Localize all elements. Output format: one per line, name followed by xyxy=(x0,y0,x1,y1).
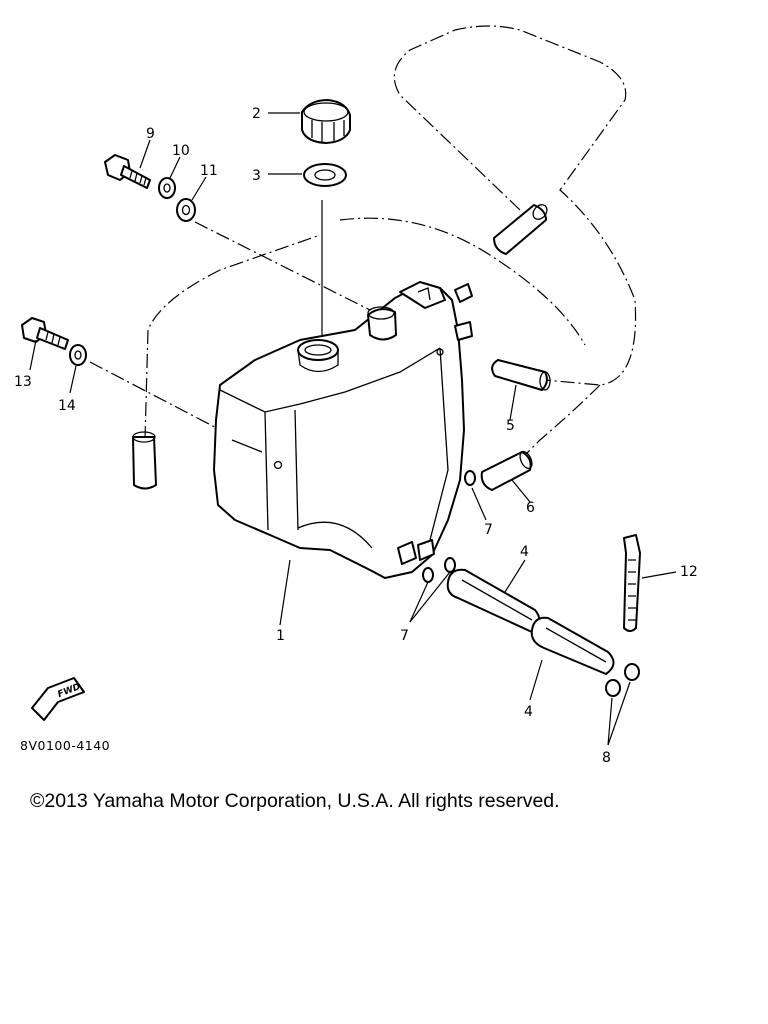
left-hose-route xyxy=(144,234,321,441)
cable-tie-part-12 xyxy=(623,534,641,632)
callout-5: 5 xyxy=(506,418,515,434)
lock-washer-part-10 xyxy=(158,177,176,199)
callout-12: 12 xyxy=(680,564,698,580)
callout-14: 14 xyxy=(58,398,76,414)
callout-1: 1 xyxy=(276,628,285,644)
hose-part-6 xyxy=(480,450,533,491)
callout-9: 9 xyxy=(146,126,155,142)
hose-routing-lower xyxy=(509,384,601,471)
oil-tank-exploded-diagram: 1 2 3 4 4 5 6 7 7 8 9 10 11 12 13 14 FWD… xyxy=(14,25,698,766)
tank-cap-part-2 xyxy=(301,99,351,144)
grommet-part-11 xyxy=(176,198,196,222)
washer-part-14 xyxy=(69,344,87,366)
callout-7-left: 7 xyxy=(400,628,409,644)
bolt-9-alignment-line xyxy=(194,221,371,311)
callout-4-upper: 4 xyxy=(520,544,529,560)
tank-breather-route xyxy=(339,217,586,346)
bolt-13-alignment-line xyxy=(89,361,231,436)
drawing-code: 8V0100-4140 xyxy=(20,738,110,753)
callout-7-right: 7 xyxy=(484,522,493,538)
bolt-part-9 xyxy=(104,154,151,189)
oil-tank xyxy=(213,281,473,579)
hose-part-5 xyxy=(491,359,551,391)
gasket-part-3 xyxy=(303,163,347,187)
callout-3: 3 xyxy=(252,168,261,184)
forward-direction-arrow: FWD xyxy=(31,677,85,721)
hose-upper-right xyxy=(493,204,548,255)
callout-11: 11 xyxy=(200,163,218,179)
bolt-part-13 xyxy=(21,317,69,350)
callout-6: 6 xyxy=(526,500,535,516)
clamp-part-7 xyxy=(422,470,476,583)
hose-part-4-lower xyxy=(530,616,615,675)
hose-routing-loop xyxy=(393,25,637,386)
hose-left xyxy=(132,431,157,490)
callout-8: 8 xyxy=(602,750,611,766)
callout-10: 10 xyxy=(172,143,190,159)
clip-part-8 xyxy=(605,663,640,697)
copyright-notice: ©2013 Yamaha Motor Corporation, U.S.A. A… xyxy=(30,790,560,812)
callout-4-lower: 4 xyxy=(524,704,533,720)
hose-part-4-upper xyxy=(446,568,541,633)
callout-2: 2 xyxy=(252,106,261,122)
callout-13: 13 xyxy=(14,374,32,390)
